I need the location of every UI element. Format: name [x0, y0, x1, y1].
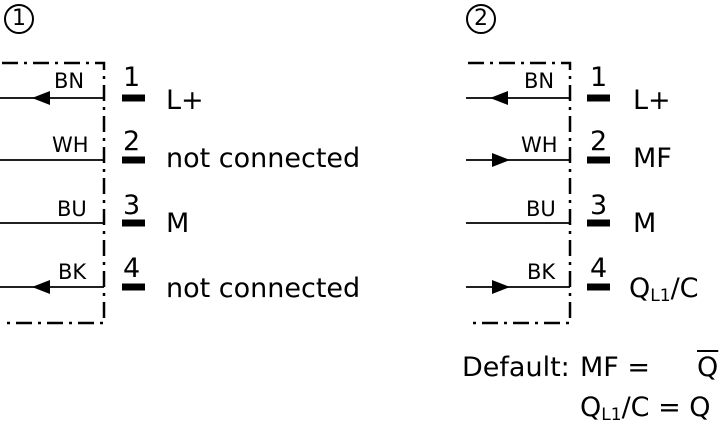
d1-wire-color-3: BU	[57, 197, 87, 221]
d2-pin-number-1: 1	[590, 62, 608, 93]
d2-housing-outline	[468, 61, 572, 325]
d2-arrow-in-1	[490, 91, 508, 105]
d2-pin-pad-1	[587, 94, 610, 102]
d2-arrow-out-4	[492, 280, 510, 294]
default-row1-left: MF =	[580, 352, 651, 383]
d1-arrow-in-4	[32, 280, 50, 294]
d1-signal-4: not connected	[166, 273, 361, 304]
d1-signal-1: L+	[166, 85, 204, 116]
d2-pin-pad-2	[587, 156, 610, 164]
d2-wire-color-4: BK	[527, 260, 556, 284]
d2-pin-number-3: 3	[590, 190, 608, 221]
d2-pin-pad-3	[587, 219, 610, 227]
d1-pin-number-1: 1	[123, 62, 141, 93]
d1-pin-pad-3	[122, 219, 145, 227]
d2-wire-color-3: BU	[526, 197, 556, 221]
d1-pin-pad-1	[122, 94, 145, 102]
d2-signal-2: MF	[633, 143, 672, 174]
d1-wire-color-4: BK	[58, 260, 87, 284]
d1-arrow-in-1	[32, 91, 50, 105]
default-row1-right: Q	[697, 352, 719, 383]
diagram-1-number: 1	[4, 4, 34, 34]
d1-signal-3: M	[166, 208, 190, 239]
default-label: Default:	[462, 352, 570, 383]
d1-wire-color-1: BN	[54, 69, 85, 93]
d1-pin-number-3: 3	[123, 190, 141, 221]
d1-pin-number-2: 2	[123, 126, 141, 157]
default-row2: QL1/C = Q	[580, 392, 711, 425]
d2-signal-1: L+	[633, 85, 671, 116]
d2-arrow-out-2	[492, 153, 510, 167]
d1-pin-number-4: 4	[123, 253, 141, 284]
d1-pin-pad-4	[122, 283, 145, 291]
d1-pin-pad-2	[122, 156, 145, 164]
d2-wire-color-2: WH	[521, 133, 558, 157]
d1-signal-2: not connected	[166, 143, 361, 174]
d2-pin-number-2: 2	[590, 126, 608, 157]
d2-wire-color-1: BN	[524, 69, 555, 93]
d2-signal-3: M	[633, 208, 657, 239]
d2-pin-number-4: 4	[590, 253, 608, 284]
d2-signal-4: QL1/C	[629, 273, 699, 306]
d2-pin-pad-4	[587, 283, 610, 291]
diagram-2-number: 2	[466, 4, 496, 34]
d1-housing-outline	[2, 61, 106, 325]
d1-wire-color-2: WH	[52, 133, 89, 157]
